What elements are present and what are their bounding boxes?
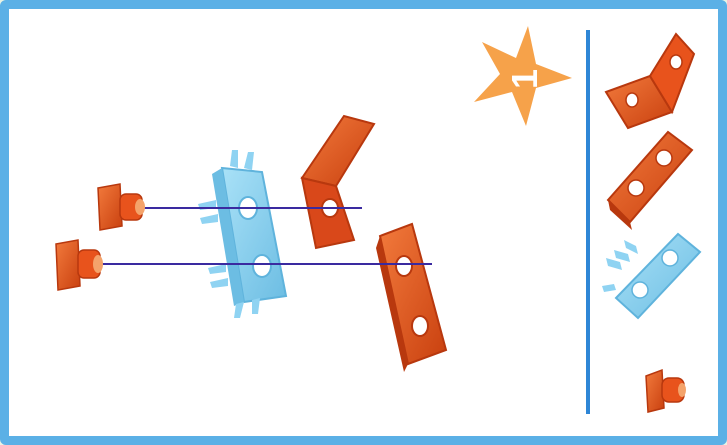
parts-list-bent-plate [604,32,696,130]
step-star-icon [474,26,572,126]
peg-lower [55,239,103,291]
parts-list-double-hole-plate [606,130,694,230]
parts-list-clip-plate [602,232,702,320]
parts-list-peg [645,368,686,413]
parts-divider [586,30,590,414]
step-star-shape [474,26,572,126]
bent-connector-plate [300,114,376,250]
peg-upper [97,183,145,231]
double-hole-plate [376,222,448,372]
blue-clip-plate [198,150,288,318]
